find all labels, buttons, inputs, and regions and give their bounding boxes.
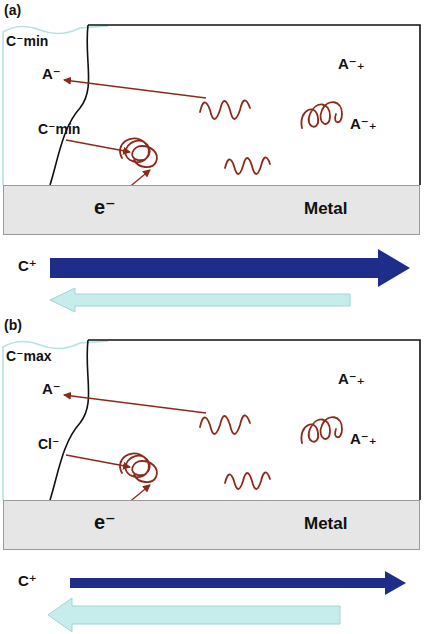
dopant-label: A⁻₊: [350, 431, 377, 448]
panel-label: (b): [4, 318, 22, 333]
metal-substrate: Metal: [3, 185, 420, 235]
node-text: Metal: [304, 199, 347, 219]
anion-label: A⁻: [42, 66, 61, 83]
cation-label: C⁺: [18, 258, 37, 275]
electron-label: e⁻: [94, 511, 116, 533]
concentration-label: C⁻min: [6, 34, 48, 49]
metal-substrate: Metal: [3, 500, 420, 550]
concentration-label: Cl⁻: [38, 437, 59, 452]
node-text: Metal: [304, 514, 347, 534]
cation-label: C⁺: [18, 573, 37, 590]
concentration-label: C⁻min: [38, 122, 80, 137]
dopant-label: A⁻₊: [338, 56, 365, 73]
concentration-label: C⁻max: [6, 349, 52, 364]
dopant-label: A⁻₊: [338, 371, 365, 388]
anion-label: A⁻: [42, 381, 61, 398]
electron-label: e⁻: [94, 196, 116, 218]
dopant-label: A⁻₊: [350, 116, 377, 133]
panel-label: (a): [4, 3, 21, 18]
